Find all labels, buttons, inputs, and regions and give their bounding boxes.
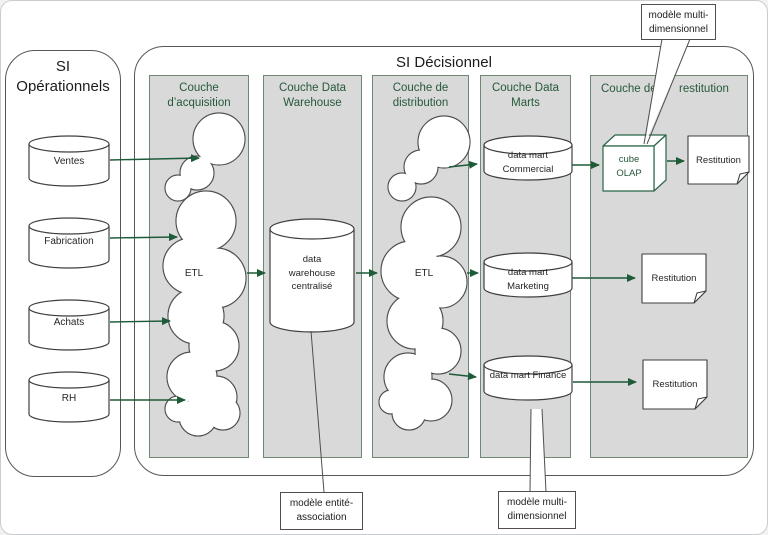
datamart-label-marketing: data mart Marketing	[507, 267, 549, 292]
column-data-warehouse-header: Couche Data Warehouse	[278, 82, 347, 109]
callout-entity-association: modèle entité-association	[280, 492, 363, 530]
db-label-fabrication: Fabrication	[44, 236, 94, 247]
db-label-ventes: Ventes	[53, 156, 85, 167]
left-panel-title: SI Opérationnels	[16, 58, 110, 95]
etl-acquisition-label: ETL	[184, 268, 204, 279]
callout-bottom-multidimensional: modèle multi-dimensionnel	[498, 491, 576, 529]
callout-top-multidimensional: modèle multi-dimensionnel	[641, 4, 716, 40]
column-acquisition-header: Couche d’acquisition	[167, 82, 231, 109]
restitution-label-3: Restitution	[652, 379, 698, 390]
datamart-label-commercial: data mart Commercial	[502, 150, 554, 175]
restitution-label-1: Restitution	[696, 155, 741, 166]
column-restitution: Couche de restitution	[590, 75, 748, 458]
si-operationnels-panel: SI Opérationnels	[5, 50, 121, 477]
warehouse-label: data warehouse centralisé	[288, 254, 336, 292]
main-panel-title: SI Décisionnel	[396, 54, 492, 71]
restitution-label-2: Restitution	[651, 273, 697, 284]
column-restitution-header-left: Couche de	[601, 83, 657, 95]
etl-distribution-label: ETL	[414, 268, 434, 279]
si-decisionnel-panel: SI Décisionnel	[134, 46, 754, 476]
column-distribution-header: Couche de distribution	[392, 82, 449, 109]
column-data-marts-header: Couche Data Marts	[491, 82, 560, 109]
datamart-label-finance: data mart Finance	[489, 370, 567, 381]
db-label-achats: Achats	[53, 317, 85, 328]
cube-label: cube OLAP	[616, 154, 642, 179]
column-restitution-header-right: restitution	[679, 83, 729, 95]
db-label-rh: RH	[61, 393, 77, 404]
